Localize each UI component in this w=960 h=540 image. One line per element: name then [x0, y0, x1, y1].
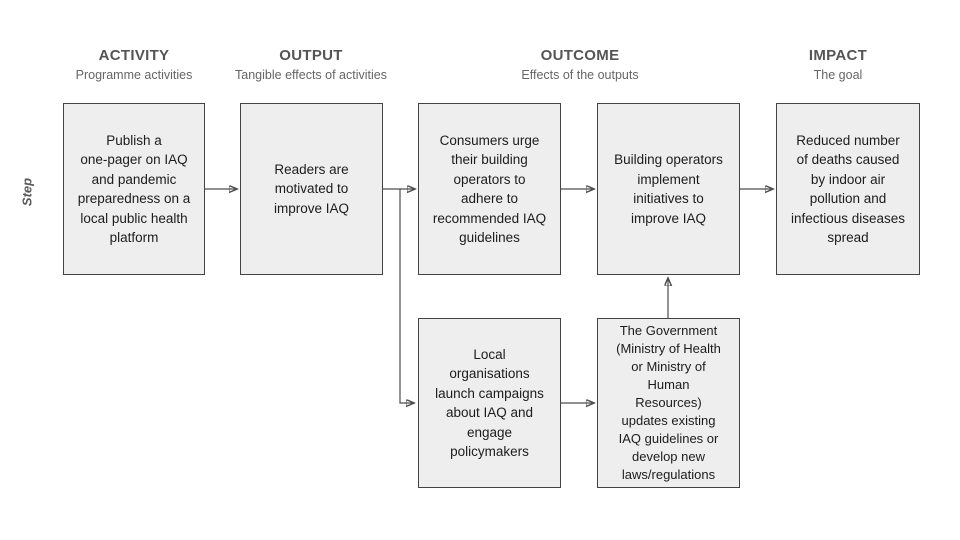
header-impact-subtitle: The goal	[813, 68, 863, 82]
header-output-title: OUTPUT	[279, 47, 343, 64]
arrow-output-to-local-organisations	[399, 189, 413, 403]
node-outcome-government: The Government (Ministry of Health or Mi…	[597, 318, 740, 488]
node-outcome-consumers: Consumers urge their building operators …	[418, 103, 561, 275]
header-outcome-title: OUTCOME	[540, 47, 620, 64]
header-outcome-subtitle: Effects of the outputs	[521, 68, 639, 82]
node-outcome-government-text: The Government (Ministry of Health or Mi…	[616, 323, 721, 482]
node-impact-reduced-deaths-text: Reduced number of deaths caused by indoo…	[790, 132, 906, 246]
node-outcome-building-operators: Building operators implement initiatives…	[597, 103, 740, 275]
step-row-label: Step	[19, 177, 35, 207]
node-activity-publish: Publish a one-pager on IAQ and pandemic …	[63, 103, 205, 275]
node-output-readers-text: Readers are motivated to improve IAQ	[273, 161, 350, 216]
node-output-readers: Readers are motivated to improve IAQ	[240, 103, 383, 275]
header-outcome: OUTCOME Effects of the outputs	[480, 46, 680, 83]
header-output-subtitle: Tangible effects of activities	[235, 68, 387, 82]
header-activity-title: ACTIVITY	[98, 47, 170, 64]
header-activity-subtitle: Programme activities	[75, 68, 193, 82]
node-outcome-local-organisations: Local organisations launch campaigns abo…	[418, 318, 561, 488]
header-activity: ACTIVITY Programme activities	[34, 46, 234, 83]
node-impact-reduced-deaths: Reduced number of deaths caused by indoo…	[776, 103, 920, 275]
node-outcome-local-organisations-text: Local organisations launch campaigns abo…	[435, 346, 544, 460]
node-outcome-consumers-text: Consumers urge their building operators …	[432, 132, 547, 246]
node-outcome-building-operators-text: Building operators implement initiatives…	[614, 152, 723, 226]
header-output: OUTPUT Tangible effects of activities	[211, 46, 411, 83]
node-activity-publish-text: Publish a one-pager on IAQ and pandemic …	[77, 132, 191, 246]
header-impact-title: IMPACT	[808, 47, 868, 64]
header-impact: IMPACT The goal	[738, 46, 938, 83]
